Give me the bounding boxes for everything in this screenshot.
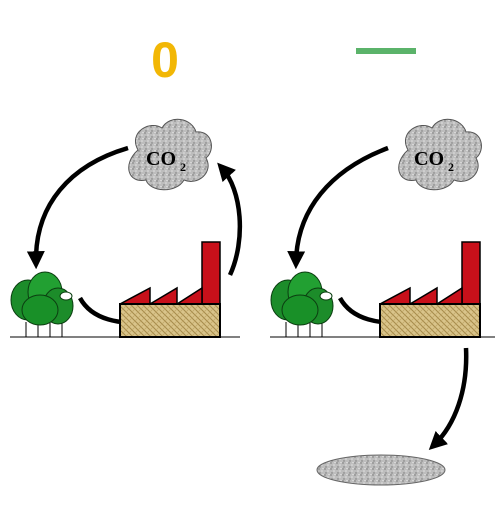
tree-icon: [270, 271, 360, 338]
arrow-cloud-to-tree: [287, 145, 389, 270]
right-symbol: —: [356, 13, 416, 80]
co2-cloud-icon: CO 2: [128, 118, 212, 191]
left-cloud-subscript: 2: [180, 160, 186, 174]
left-cloud-label: CO: [146, 148, 176, 170]
factory-icon: [360, 241, 495, 338]
storage-reservoir-icon: [316, 454, 446, 486]
right-panel: — CO 2: [270, 13, 495, 486]
tree-icon: [10, 271, 100, 338]
right-cloud-label: CO: [414, 148, 444, 170]
co2-cloud-icon: CO 2: [398, 118, 482, 191]
arrow-cloud-to-tree: [26, 145, 129, 270]
arrow-factory-to-cloud: [217, 162, 243, 276]
right-cloud-subscript: 2: [448, 160, 454, 174]
left-symbol: 0: [151, 32, 179, 88]
factory-icon: [100, 241, 240, 338]
left-panel: 0 CO 2: [10, 32, 243, 338]
arrow-factory-to-storage: [428, 347, 469, 450]
